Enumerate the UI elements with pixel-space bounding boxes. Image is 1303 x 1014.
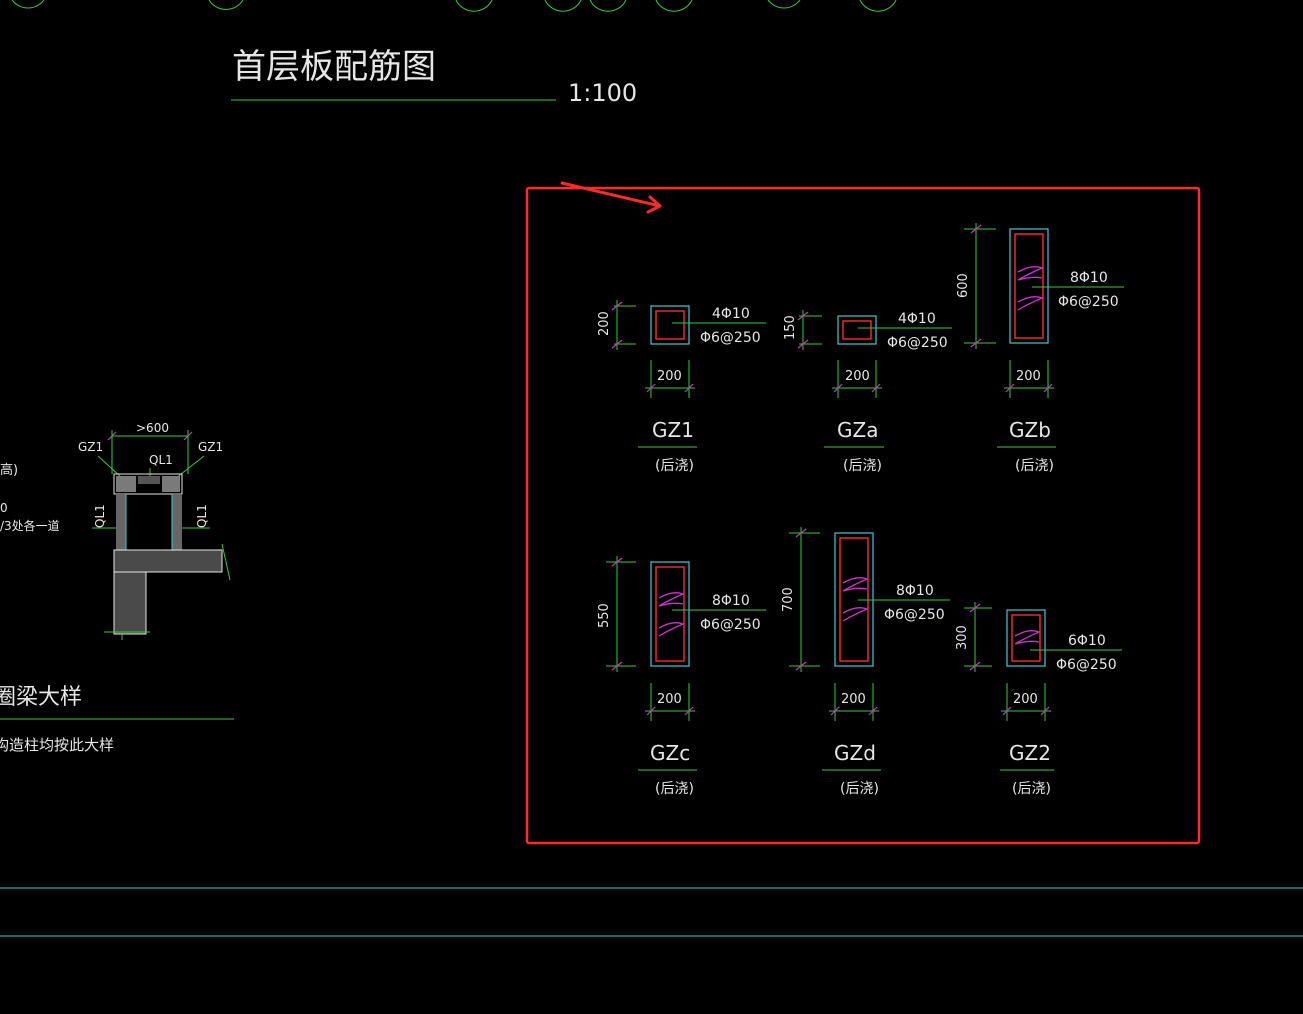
column-gzb: 600 200 8Φ10 Φ6@250 GZb (后浇) — [956, 223, 1124, 474]
gzb-width-dim: 200 — [1016, 369, 1041, 384]
gz2-height-dim: 300 — [955, 625, 970, 650]
gz1-main-rebar: 4Φ10 — [712, 306, 750, 322]
gzb-main-rebar: 8Φ10 — [1070, 270, 1108, 286]
gzd-main-rebar: 8Φ10 — [896, 583, 934, 599]
gzd-stirrup: Φ6@250 — [884, 607, 945, 623]
column-gz2: 300 200 6Φ10 Φ6@250 GZ2 (后浇) — [955, 602, 1122, 797]
beam-label-gz1-right: GZ1 — [198, 440, 223, 454]
beam-detail-note: 构造柱均按此大样 — [0, 736, 114, 754]
gzc-name: GZc — [650, 741, 690, 765]
beam-left-text-1: 高) — [0, 462, 18, 478]
gzb-stirrup: Φ6@250 — [1058, 294, 1119, 310]
gzc-note: (后浇) — [655, 781, 694, 797]
gzb-name: GZb — [1009, 418, 1051, 442]
column-gza: 150 200 4Φ10 Φ6@250 GZa (后浇) — [783, 310, 952, 474]
column-gz1: 200 200 4Φ10 Φ6@250 GZ1 (后浇) — [597, 300, 766, 474]
column-gzd: 700 200 8Φ10 Φ6@250 GZd (后浇) — [781, 527, 950, 797]
gz1-name: GZ1 — [652, 418, 694, 442]
gz2-name: GZ2 — [1009, 741, 1051, 765]
beam-label-ql1-top: QL1 — [149, 453, 173, 467]
gza-main-rebar: 4Φ10 — [898, 311, 936, 327]
gzb-height-dim: 600 — [956, 273, 971, 298]
annotation-arrow — [560, 181, 662, 214]
gzb-note: (后浇) — [1015, 458, 1054, 474]
beam-left-text-3: /3处各一道 — [0, 518, 60, 533]
beam-label-ql1-left: QL1 — [93, 504, 107, 528]
gz2-width-dim: 200 — [1013, 692, 1038, 707]
beam-width-label: >600 — [136, 421, 169, 435]
gza-name: GZa — [837, 418, 878, 442]
gz2-stirrup: Φ6@250 — [1056, 657, 1117, 673]
beam-left-text-2: 0 — [0, 501, 8, 515]
gzc-height-dim: 550 — [597, 603, 612, 628]
beam-label-ql1-right: QL1 — [195, 504, 209, 528]
top-axis-bubbles — [11, 0, 897, 12]
gza-width-dim: 200 — [845, 369, 870, 384]
gzd-height-dim: 700 — [781, 587, 796, 612]
gz2-note: (后浇) — [1012, 781, 1051, 797]
beam-detail-title: 圈梁大样 — [0, 685, 82, 710]
gz1-note: (后浇) — [655, 458, 694, 474]
selection-highlight-box[interactable] — [525, 186, 1201, 845]
column-gzc: 550 200 8Φ10 Φ6@250 GZc (后浇) — [597, 556, 766, 797]
gzc-width-dim: 200 — [657, 692, 682, 707]
gz1-height-dim: 200 — [597, 311, 612, 336]
gzc-stirrup: Φ6@250 — [700, 617, 761, 633]
gza-height-dim: 150 — [783, 315, 798, 340]
drawing-title: 首层板配筋图 — [232, 47, 436, 87]
column-sections: 200 200 4Φ10 Φ6@250 GZ1 (后浇) 150 — [597, 223, 1124, 797]
gzc-main-rebar: 8Φ10 — [712, 593, 750, 609]
gzd-name: GZd — [834, 741, 876, 765]
gza-stirrup: Φ6@250 — [887, 335, 948, 351]
beam-label-gz1-left: GZ1 — [78, 440, 103, 454]
gzd-width-dim: 200 — [841, 692, 866, 707]
drawing-scale: 1:100 — [568, 79, 637, 107]
gza-note: (后浇) — [843, 458, 882, 474]
beam-detail: >600 GZ1 GZ1 QL1 QL1 QL1 高) 0 /3处各一道 圈梁大… — [0, 421, 234, 754]
gz1-width-dim: 200 — [657, 369, 682, 384]
gz2-main-rebar: 6Φ10 — [1068, 633, 1106, 649]
gzd-note: (后浇) — [840, 781, 879, 797]
gz1-stirrup: Φ6@250 — [700, 330, 761, 346]
